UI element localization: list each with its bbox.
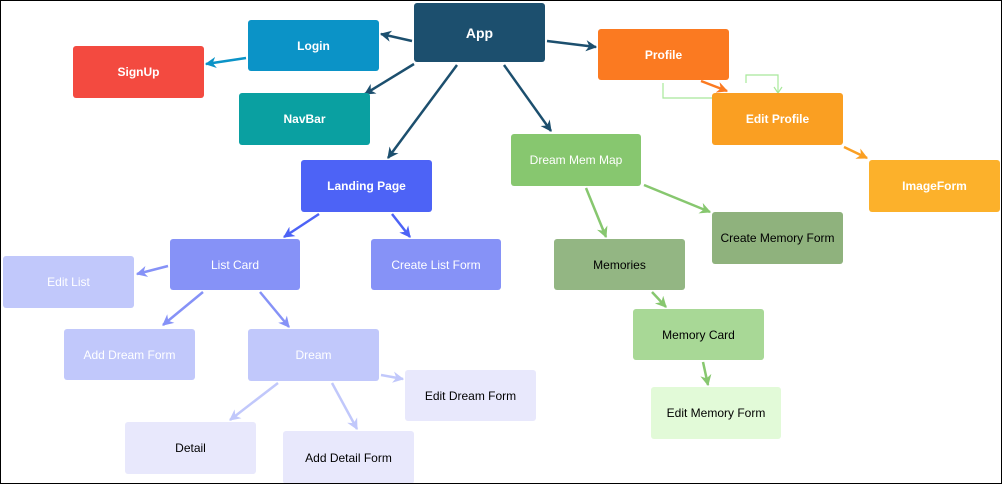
node-add-dream-form[interactable]: Add Dream Form [64,329,195,380]
node-landing-page[interactable]: Landing Page [301,160,432,212]
node-image-form[interactable]: ImageForm [869,160,1000,212]
node-add-detail-form[interactable]: Add Detail Form [283,431,414,483]
node-list-card[interactable]: List Card [170,239,300,290]
node-detail[interactable]: Detail [125,422,256,474]
node-dream-mem-map[interactable]: Dream Mem Map [511,134,641,186]
node-login[interactable]: Login [248,20,379,71]
edge-dream-to-edit-dream-form [380,371,405,383]
node-app[interactable]: App [414,3,545,62]
node-memory-card[interactable]: Memory Card [633,309,764,360]
edge-dream-to-add-detail-form [330,382,359,430]
node-edit-profile[interactable]: Edit Profile [712,93,843,145]
edge-profile-edit-profile-loop [662,74,779,99]
edge-list-card-to-add-dream-form [162,291,204,326]
edge-dream-mem-map-to-create-memory-form [643,183,712,214]
node-create-list-form[interactable]: Create List Form [371,239,501,290]
node-signup[interactable]: SignUp [73,46,204,98]
edge-memory-card-to-edit-memory-form [700,361,712,387]
node-memories[interactable]: Memories [554,239,685,290]
edge-app-to-navbar [364,62,415,96]
edge-memories-to-memory-card [651,291,667,308]
edge-app-to-login [379,30,413,43]
node-create-memory-form[interactable]: Create Memory Form [712,212,843,264]
edge-landing-page-to-create-list-form [391,213,411,238]
edge-dream-mem-map-to-memories [584,187,608,239]
node-edit-memory-form[interactable]: Edit Memory Form [651,387,781,439]
node-dream[interactable]: Dream [248,329,379,381]
node-edit-list[interactable]: Edit List [3,256,134,308]
edge-dream-to-detail [229,382,279,421]
edge-app-to-profile [546,39,598,52]
node-profile[interactable]: Profile [598,29,729,80]
node-edit-dream-form[interactable]: Edit Dream Form [405,370,536,421]
edge-profile-to-edit-profile [700,79,729,93]
edge-edit-profile-to-image-form [843,145,869,160]
edge-login-to-signup [204,56,247,69]
edge-list-card-to-edit-list [135,264,169,277]
edge-landing-page-to-list-card [283,212,320,239]
edge-list-card-to-dream [259,291,290,328]
node-navbar[interactable]: NavBar [239,93,370,145]
edge-app-to-landing-page [386,64,459,159]
edge-app-to-dream-mem-map [502,64,553,132]
